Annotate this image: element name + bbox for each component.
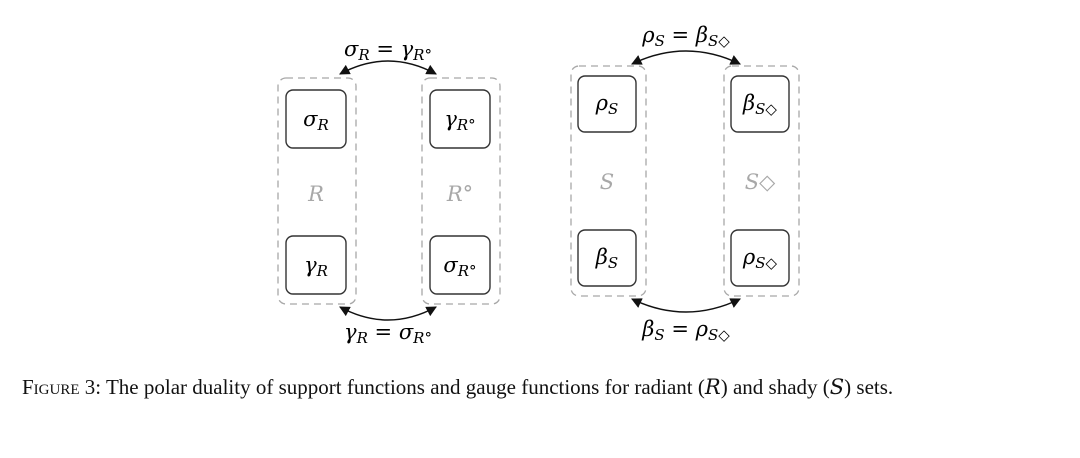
set-r-label: R (307, 182, 324, 206)
top-duality-arrow (339, 60, 437, 75)
box-rho-s: ρS (577, 75, 637, 133)
top-duality-arrow (631, 50, 741, 65)
svg-text:βS: βS (595, 245, 618, 272)
caption-text-part: The polar duality of support functions a… (101, 375, 705, 399)
bottom-duality-arrow (631, 298, 741, 313)
box-sigma-r-polar: σR° (429, 235, 491, 295)
box-gamma-r-polar: γR° (429, 89, 491, 149)
caption-text-part: ) and shady ( (720, 375, 830, 399)
set-s-polar-group (723, 65, 800, 297)
bottom-relation-right: βS = ρS◇ (641, 317, 730, 344)
duality-diagram: σR = γR° γR = σR° σR γR γR° σR° R R° (277, 23, 800, 347)
set-r-polar-group (421, 77, 501, 305)
top-relation-right: ρS = βS◇ (641, 23, 730, 50)
right-diagram: ρS = βS◇ βS = ρS◇ ρS βS βS◇ ρS◇ S S◇ (570, 23, 800, 344)
svg-text:γR°: γR° (444, 107, 475, 134)
svg-text:σR: σR (303, 107, 329, 134)
svg-text:βS◇: βS◇ (742, 91, 777, 118)
bottom-relation-left: γR = σR° (344, 320, 432, 347)
figure-caption: Figure 3: The polar duality of support f… (22, 372, 1062, 402)
top-relation-left: σR = γR° (344, 37, 432, 64)
box-gamma-r: γR (285, 235, 347, 295)
box-beta-s-polar: βS◇ (730, 75, 790, 133)
set-s-label: S (600, 170, 614, 194)
set-s-polar-label: S◇ (745, 170, 776, 194)
caption-text-part: ) sets. (844, 375, 894, 399)
caption-set-r: R (704, 375, 721, 399)
svg-text:σR°: σR° (443, 253, 476, 280)
svg-text:γR: γR (304, 253, 328, 280)
caption-set-s: S (829, 375, 845, 399)
set-s-group (570, 65, 647, 297)
svg-text:ρS: ρS (595, 91, 619, 118)
svg-text:ρS◇: ρS◇ (742, 245, 778, 272)
box-sigma-r: σR (285, 89, 347, 149)
box-beta-s: βS (577, 229, 637, 287)
figure-label: Figure 3: (22, 375, 102, 399)
set-r-group (277, 77, 357, 305)
left-diagram: σR = γR° γR = σR° σR γR γR° σR° R R° (277, 37, 501, 347)
box-rho-s-polar: ρS◇ (730, 229, 790, 287)
set-r-polar-label: R° (446, 182, 473, 206)
bottom-duality-arrow (339, 306, 437, 321)
